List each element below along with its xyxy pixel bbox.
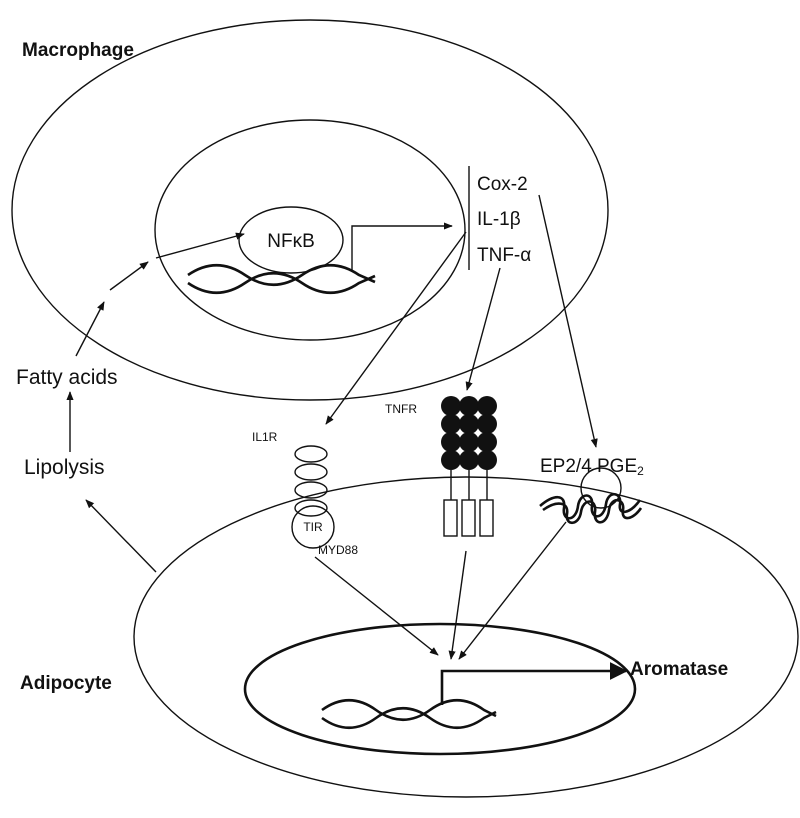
myd88-to-nucleus-arrow: [314, 556, 439, 656]
uptake-arrow-2: [155, 232, 245, 259]
product-tnfa: TNF-α: [477, 245, 531, 266]
fatty-acids-label: Fatty acids: [16, 366, 118, 389]
tnfa-to-tnfr-arrow: [465, 267, 501, 391]
product-il1b: IL-1β: [477, 209, 521, 230]
il1r-receptor: [291, 445, 335, 549]
myd88-label: MYD88: [318, 543, 358, 557]
cox2-to-pge2-arrow: [538, 194, 598, 448]
il1r-label: IL1R: [252, 430, 278, 444]
uptake-arrow-1: [109, 261, 149, 291]
aromatase-label: Aromatase: [630, 659, 728, 680]
adipocyte-to-lipolysis-arrow: [85, 499, 157, 573]
adipocyte-title: Adipocyte: [20, 673, 112, 694]
pge2-label: PGE2: [597, 456, 644, 478]
macrophage-membrane: [11, 19, 609, 401]
lipolysis-label: Lipolysis: [24, 456, 105, 479]
nfkb-bubble: [238, 206, 344, 274]
macrophage-cell: [11, 19, 609, 401]
tnfr-to-nucleus-arrow: [448, 550, 467, 660]
macrophage-title: Macrophage: [22, 40, 134, 61]
adipocyte-membrane: [133, 476, 799, 798]
aromatase-transcription-arrow: [440, 662, 628, 705]
nfkb-label: NFκB: [267, 231, 315, 252]
macrophage-dna-icon: [187, 264, 376, 294]
macrophage-nucleus: [154, 119, 466, 341]
tnfr-label: TNFR: [385, 402, 417, 416]
tnfr-receptor: [441, 396, 497, 537]
pge2-ligand: [580, 467, 622, 509]
ep24-label: EP2/4: [540, 456, 592, 477]
nfkb-transcription-arrow: [351, 222, 453, 272]
il1b-to-il1r-arrow: [325, 231, 467, 425]
adipocyte-dna-icon: [321, 698, 497, 730]
product-cox2: Cox-2: [477, 174, 528, 195]
ep24-to-nucleus-arrow: [458, 521, 567, 660]
fatty-acids-to-macrophage-arrow: [75, 301, 105, 357]
ep24-receptor: [539, 492, 643, 525]
adipocyte-nucleus: [243, 622, 637, 756]
tir-label: TIR: [303, 520, 323, 534]
